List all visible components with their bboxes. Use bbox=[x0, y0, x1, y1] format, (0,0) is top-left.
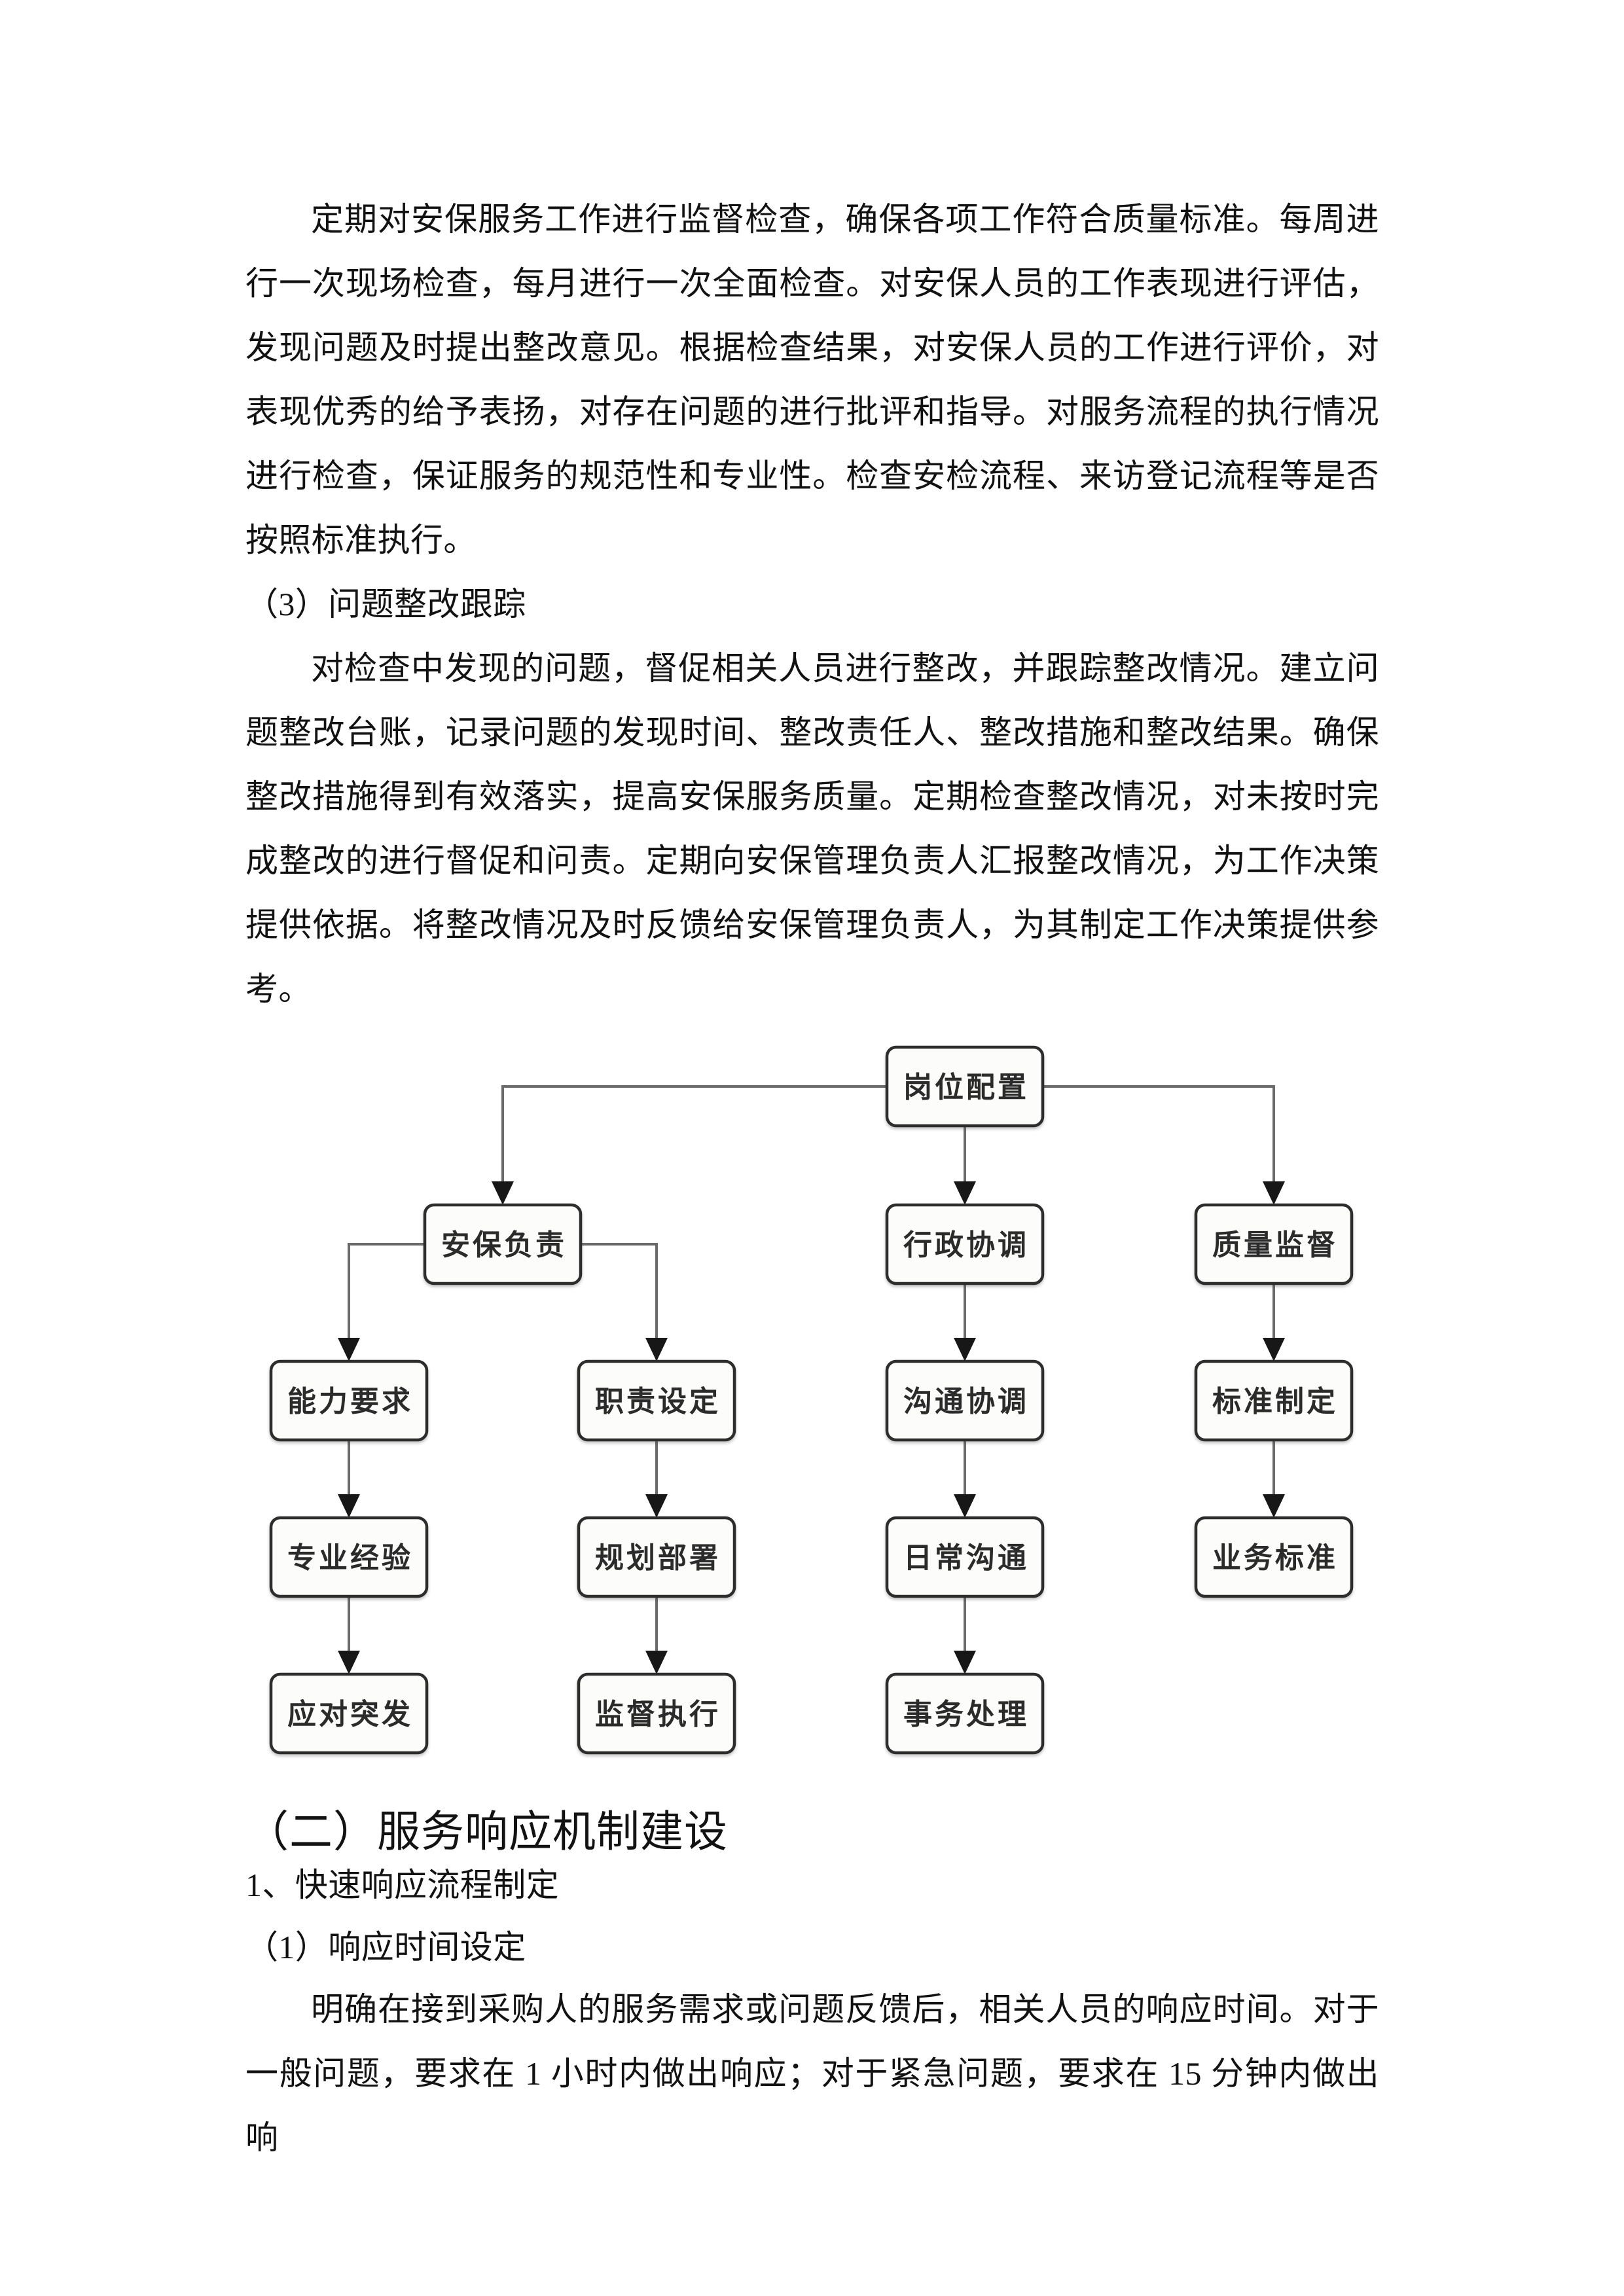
arrowhead-icon bbox=[338, 1494, 360, 1518]
paragraph-response-time: 明确在接到采购人的服务需求或问题反馈后，相关人员的响应时间。对于一般问题，要求在… bbox=[245, 1991, 1379, 2156]
sub-heading-response-time-setting: （1）响应时间设定 bbox=[245, 1929, 526, 1965]
flowchart-node-label: 日常沟通 bbox=[903, 1541, 1029, 1575]
flowchart-edge-gwpz-abfz bbox=[501, 1085, 887, 1188]
flowchart-node-zljd: 质量监督 bbox=[1194, 1203, 1354, 1285]
flowchart-node-ghbs: 规划部署 bbox=[577, 1516, 736, 1598]
flowchart-node-label: 质量监督 bbox=[1212, 1229, 1338, 1262]
flowchart-node-zyjy: 专业经验 bbox=[269, 1516, 429, 1598]
arrowhead-icon bbox=[338, 1651, 360, 1674]
flowchart-node-nlyq: 能力要求 bbox=[269, 1359, 429, 1442]
sub-heading-rapid-response-process: 1、快速响应流程制定 bbox=[245, 1867, 559, 1903]
arrowhead-icon bbox=[954, 1494, 976, 1518]
arrowhead-icon bbox=[1263, 1494, 1285, 1518]
arrowhead-icon bbox=[954, 1181, 976, 1205]
arrowhead-icon bbox=[954, 1338, 976, 1361]
flowchart-node-zzsd: 职责设定 bbox=[577, 1359, 736, 1442]
flowchart-node-label: 标准制定 bbox=[1212, 1385, 1338, 1418]
flowchart-node-bzzd: 标准制定 bbox=[1194, 1359, 1354, 1442]
flowchart-node-label: 事务处理 bbox=[903, 1698, 1029, 1731]
flowchart-node-djzx: 监督执行 bbox=[577, 1672, 736, 1755]
flowchart-node-abfz: 安保负责 bbox=[423, 1203, 583, 1285]
flowchart-node-ydtf: 应对突发 bbox=[269, 1672, 429, 1755]
flowchart-node-label: 能力要求 bbox=[287, 1385, 413, 1418]
arrowhead-icon bbox=[954, 1651, 976, 1674]
flowchart-node-label: 专业经验 bbox=[287, 1541, 413, 1575]
flowchart-edge-gwpz-zljd bbox=[1043, 1085, 1275, 1188]
position-configuration-flowchart: 岗位配置安保负责 行政协调 质量监督能力要求 职责设定 沟通协调 标准制定专业经验 规划部署… bbox=[0, 1021, 1624, 1787]
section-heading-service-response-mechanism: （二）服务响应机制建设 bbox=[245, 1808, 728, 1856]
arrowhead-icon bbox=[645, 1651, 668, 1674]
flowchart-node-label: 岗位配置 bbox=[903, 1071, 1029, 1104]
flowchart-node-label: 行政协调 bbox=[903, 1229, 1029, 1262]
arrowhead-icon bbox=[1263, 1338, 1285, 1361]
flowchart-node-label: 安保负责 bbox=[441, 1229, 567, 1262]
flowchart-node-label: 应对突发 bbox=[287, 1698, 413, 1731]
flowchart-node-xzxt: 行政协调 bbox=[885, 1203, 1045, 1285]
flowchart-node-label: 沟通协调 bbox=[903, 1385, 1029, 1418]
flowchart-edge-abfz-zzsd bbox=[581, 1243, 658, 1344]
arrowhead-icon bbox=[492, 1181, 514, 1205]
arrowhead-icon bbox=[645, 1338, 668, 1361]
flowchart-edge-abfz-nlyq bbox=[348, 1243, 425, 1344]
flowchart-node-label: 监督执行 bbox=[595, 1698, 721, 1731]
flowchart-node-gtxt: 沟通协调 bbox=[885, 1359, 1045, 1442]
flowchart-node-label: 职责设定 bbox=[595, 1385, 721, 1418]
flowchart-node-swcl: 事务处理 bbox=[885, 1672, 1045, 1755]
arrowhead-icon bbox=[645, 1494, 668, 1518]
flowchart-node-label: 业务标准 bbox=[1212, 1541, 1338, 1575]
flowchart-node-gwpz: 岗位配置 bbox=[885, 1045, 1045, 1128]
paragraph-supervision-check: 定期对安保服务工作进行监督检查，确保各项工作符合质量标准。每周进行一次现场检查，… bbox=[245, 201, 1379, 558]
flowchart-node-ywbz: 业务标准 bbox=[1194, 1516, 1354, 1598]
paragraph-rectification-tracking: 对检查中发现的问题，督促相关人员进行整改，并跟踪整改情况。建立问题整改台账，记录… bbox=[245, 650, 1379, 1007]
flowchart-node-rcgt: 日常沟通 bbox=[885, 1516, 1045, 1598]
arrowhead-icon bbox=[1263, 1181, 1285, 1205]
arrowhead-icon bbox=[338, 1338, 360, 1361]
heading-item-3-rectification-tracking: （3）问题整改跟踪 bbox=[245, 586, 526, 622]
flowchart-node-label: 规划部署 bbox=[595, 1541, 721, 1575]
